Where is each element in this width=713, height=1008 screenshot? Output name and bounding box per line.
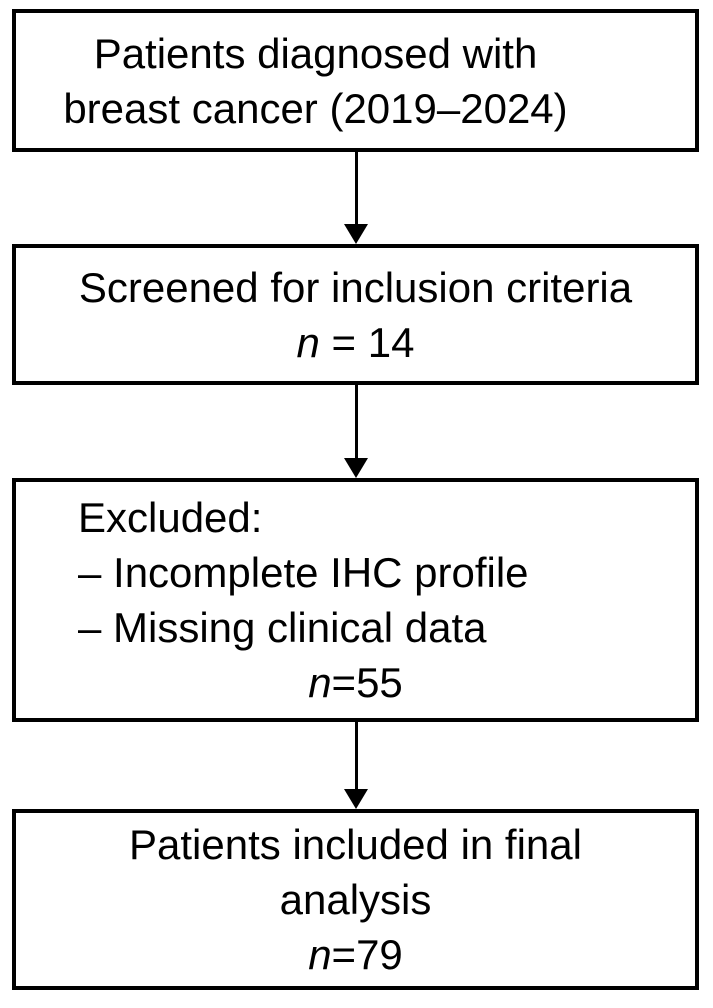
n-value: =55 [331, 659, 403, 706]
flow-arrow-3 [344, 722, 368, 809]
n-value: =79 [331, 931, 403, 978]
box-text-line: breast cancer (2019–2024) [63, 84, 568, 132]
arrow-shaft [354, 152, 358, 224]
sample-size-line: n=79 [16, 927, 695, 982]
arrow-head-icon [344, 458, 368, 478]
box-text-line: Patients included in final [129, 821, 582, 868]
flowchart-box-excluded: Excluded: – Incomplete IHC profile – Mis… [12, 478, 699, 722]
n-variable: n [296, 318, 320, 366]
arrow-head-icon [344, 224, 368, 244]
flowchart-box-final-analysis: Patients included in final analysis n=79 [12, 809, 699, 990]
n-variable: n [308, 931, 332, 978]
sample-size-line: n = 14 [16, 315, 695, 370]
arrow-shaft [354, 722, 358, 789]
sample-size-line: n=55 [16, 655, 695, 710]
flow-arrow-1 [344, 152, 368, 244]
box-text-line: Excluded: [78, 494, 263, 541]
flowchart-box-population: Patients diagnosed with breast cancer (2… [12, 9, 699, 152]
flowchart-box-screened: Screened for inclusion criteria n = 14 [12, 244, 699, 385]
exclusion-reason-line: – Missing clinical data [78, 604, 487, 651]
n-variable: n [308, 659, 332, 706]
flow-arrow-2 [344, 385, 368, 478]
box-text-line: analysis [279, 876, 432, 923]
n-value: = 14 [319, 318, 415, 366]
exclusion-reason-line: – Incomplete IHC profile [78, 549, 529, 596]
arrow-shaft [354, 385, 358, 458]
box-text-line: Patients diagnosed with [93, 29, 538, 77]
arrow-head-icon [344, 789, 368, 809]
box-text-line: Screened for inclusion criteria [78, 263, 633, 311]
